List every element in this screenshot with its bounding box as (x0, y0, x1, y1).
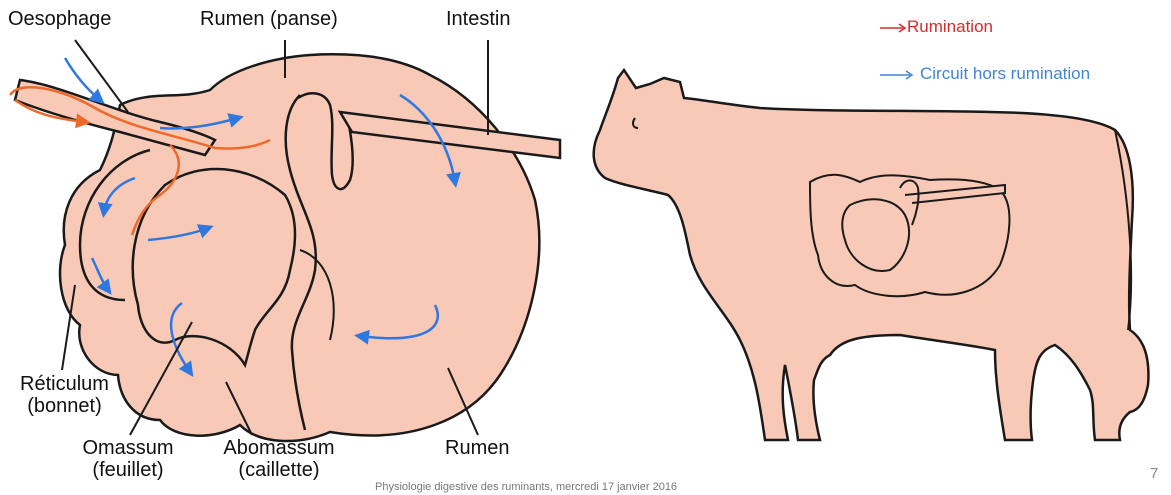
label-rumen: Rumen (445, 437, 509, 459)
label-abomasum: Abomassum (caillette) (204, 437, 354, 481)
label-omasum: Omassum (feuillet) (68, 437, 188, 481)
label-reticulum-alt: (bonnet) (12, 395, 117, 417)
label-omasum-alt: (feuillet) (68, 459, 188, 481)
stomach-outline (60, 54, 539, 441)
label-intestin: Intestin (446, 8, 510, 30)
label-omasum-name: Omassum (68, 437, 188, 459)
legend-circuit-hors-rumination: Circuit hors rumination (920, 64, 1090, 84)
label-reticulum-name: Réticulum (12, 373, 117, 395)
label-abomasum-alt: (caillette) (204, 459, 354, 481)
cow-illustration (594, 70, 1149, 440)
footer-text: Physiologie digestive des ruminants, mer… (375, 481, 677, 493)
label-oesophage: Oesophage (8, 8, 111, 30)
page-number: 7 (1150, 465, 1158, 482)
label-rumen-panse: Rumen (panse) (200, 8, 338, 30)
label-reticulum: Réticulum (bonnet) (12, 373, 117, 417)
label-abomasum-name: Abomassum (204, 437, 354, 459)
legend-rumination: Rumination (907, 17, 993, 37)
